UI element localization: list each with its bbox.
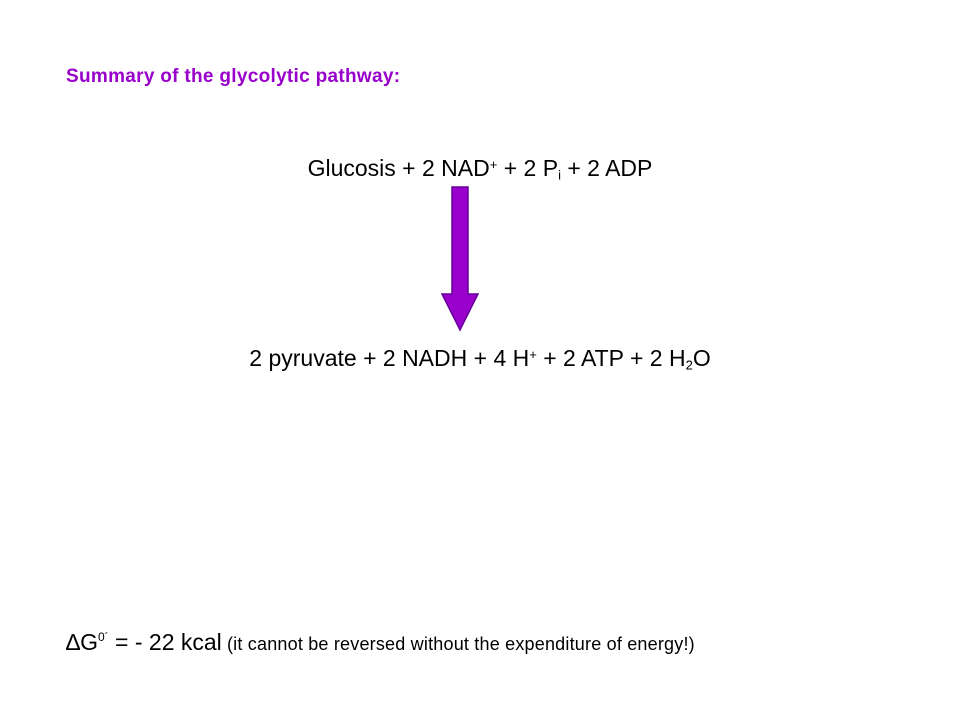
products-equation: 2 pyruvate + 2 NADH + 4 H+ + 2 ATP + 2 H… [0, 345, 960, 373]
free-energy-statement: ∆G0´ = - 22 kcal (it cannot be reversed … [66, 631, 695, 654]
delta-g-symbol: ∆G [66, 629, 98, 655]
phosphate-subscript: i [558, 167, 561, 183]
nad-charge: + [489, 156, 498, 172]
reactant-phosphate: + 2 P [497, 155, 559, 181]
slide-title: Summary of the glycolytic pathway: [66, 66, 401, 87]
product-oxygen: O [692, 345, 711, 371]
h-charge: + [529, 346, 537, 362]
product-atp-h: + 2 ATP + 2 H [536, 345, 686, 371]
free-energy-value: ∆G0´ = - 22 kcal [66, 629, 222, 655]
product-pyruvate-nadh-h: 2 pyruvate + 2 NADH + 4 H [249, 345, 530, 371]
reactant-adp: + 2 ADP [560, 155, 653, 181]
water-subscript: 2 [685, 357, 693, 373]
arrow-shape [440, 186, 480, 332]
energy-note: (it cannot be reversed without the expen… [221, 634, 695, 654]
reactants-equation: Glucosis + 2 NAD+ + 2 Pi + 2 ADP [0, 155, 960, 183]
energy-value: = - 22 kcal [108, 629, 222, 655]
reactant-glucose-nad: Glucosis + 2 NAD [307, 155, 490, 181]
standard-state-superscript: 0´ [97, 630, 109, 644]
reaction-arrow-icon [440, 186, 480, 332]
